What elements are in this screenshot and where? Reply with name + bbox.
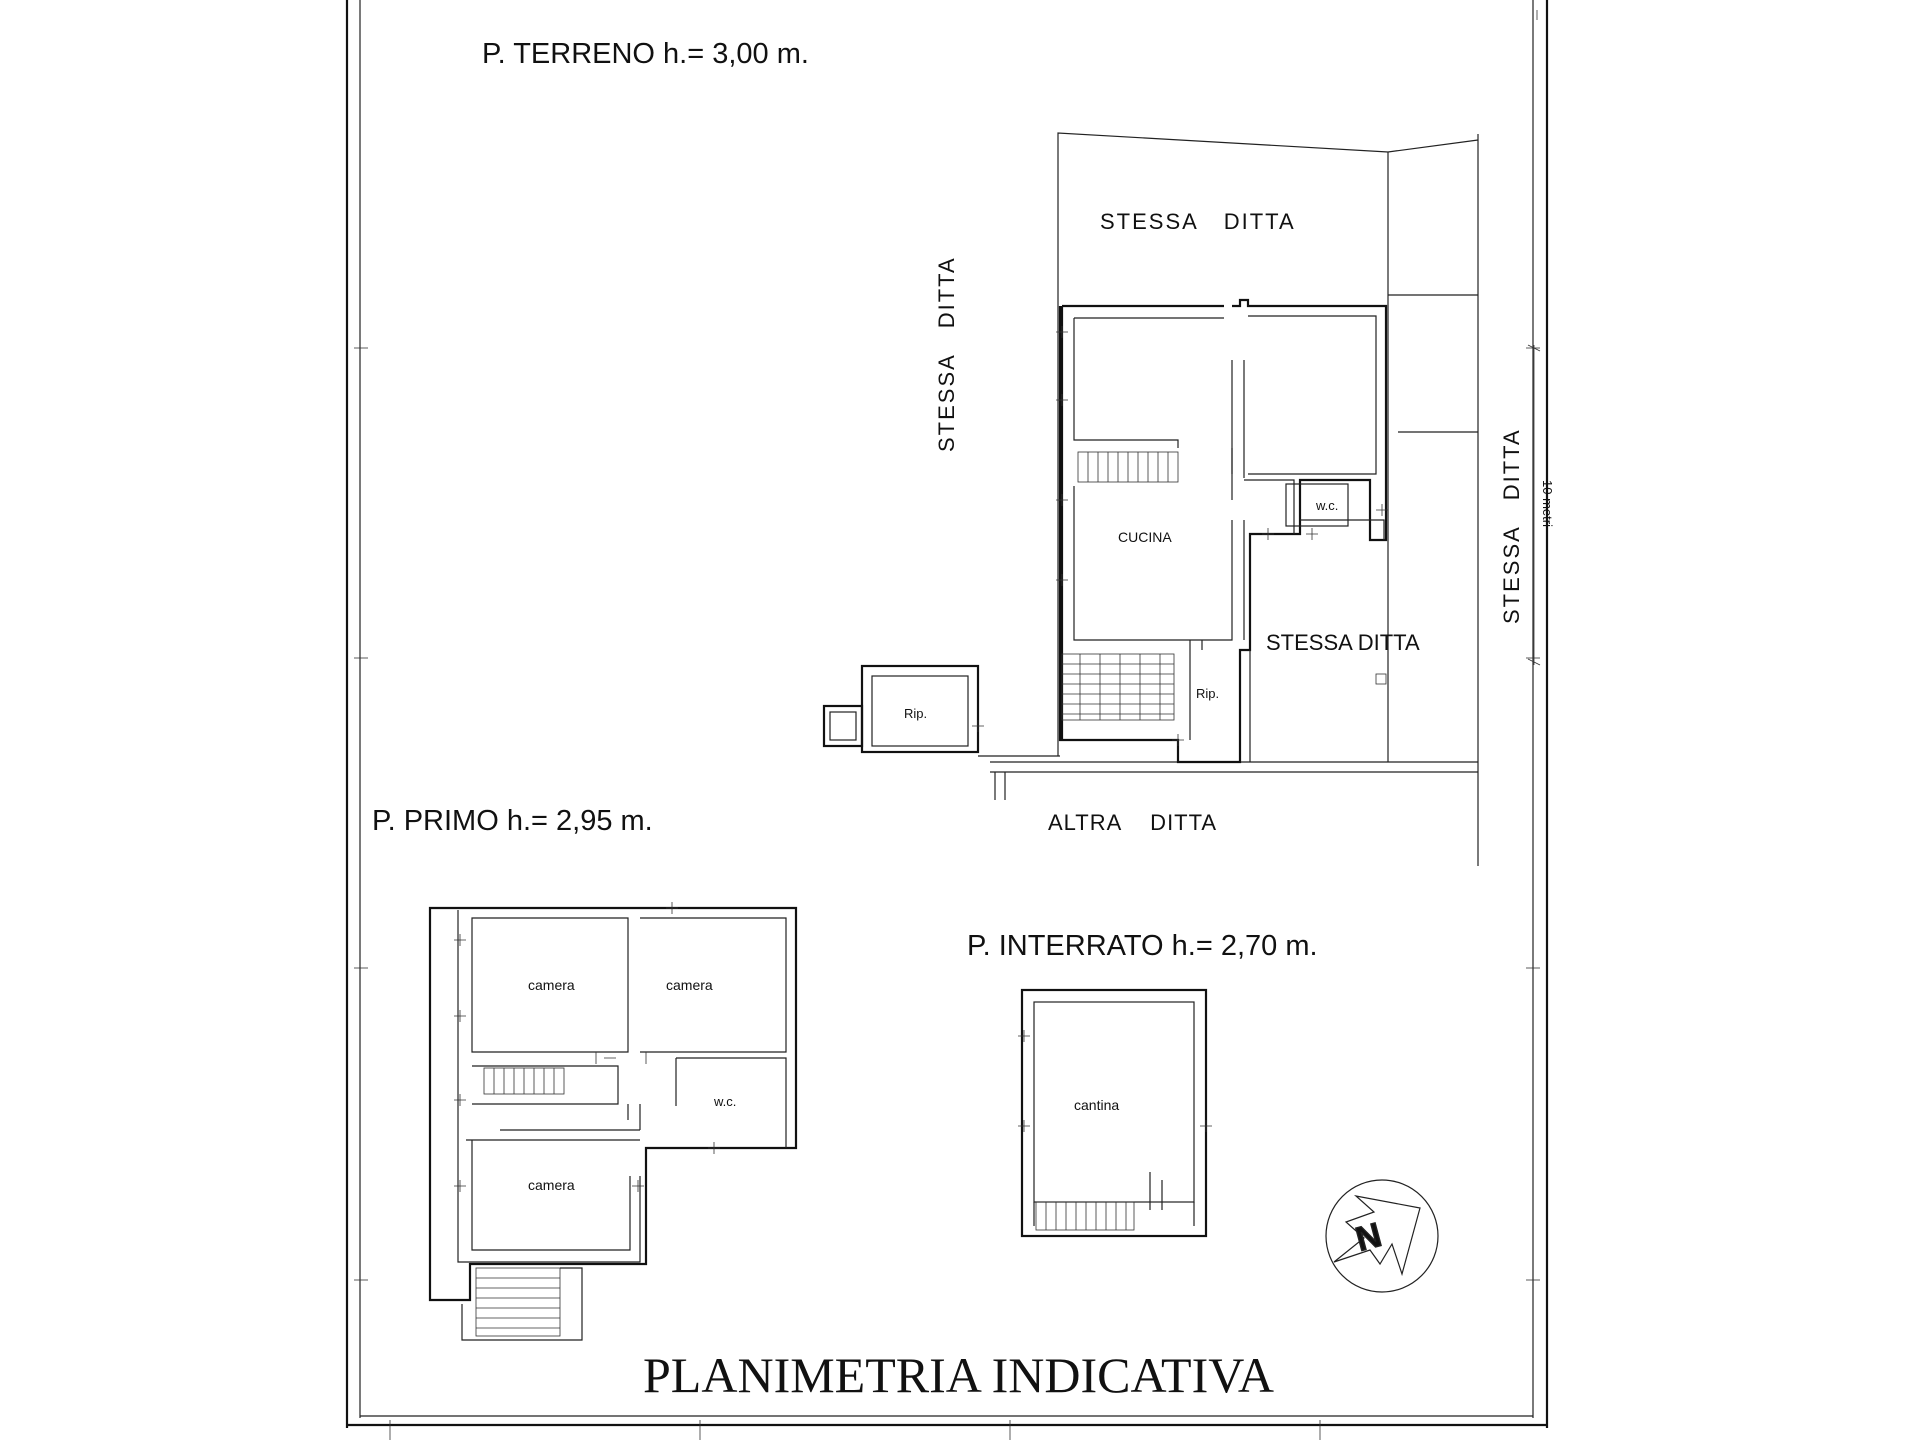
room-label-cellar: cantina: [1074, 1097, 1119, 1113]
first-floor-plan: camera camera w.c. camera: [428, 902, 798, 1341]
stair-external: [461, 1267, 583, 1341]
stair-basement: [1035, 1201, 1135, 1231]
scale-bar: 10 metri: [1527, 344, 1555, 666]
room-label-kitchen: CUCINA: [1118, 529, 1172, 545]
room-label-camera-1: camera: [528, 977, 575, 993]
stair-first-floor: [483, 1067, 565, 1095]
neighbor-label-left: STESSA DITTA: [934, 256, 959, 452]
neighbor-label-bottom: ALTRA DITTA: [1048, 810, 1217, 835]
north-arrow-icon: N: [1325, 1179, 1439, 1293]
north-letter: N: [1352, 1216, 1386, 1259]
neighbor-label-right-inner: STESSA DITTA: [1266, 630, 1420, 655]
storage-annex: [822, 664, 1184, 757]
room-label-wc-ground: w.c.: [1315, 498, 1338, 513]
room-label-storage-right: Rip.: [1196, 686, 1219, 701]
sheet-frame: [345, 0, 1549, 1440]
neighbor-label-top: STESSA DITTA: [1100, 209, 1296, 234]
ground-floor-heading: P. TERRENO h.= 3,00 m.: [482, 38, 809, 70]
room-label-camera-2: camera: [666, 977, 713, 993]
room-label-storage-left: Rip.: [904, 706, 927, 721]
basement-heading: P. INTERRATO h.= 2,70 m.: [967, 930, 1318, 962]
plan-title: PLANIMETRIA INDICATIVA: [643, 1347, 1274, 1403]
room-label-wc-first: w.c.: [713, 1094, 736, 1109]
stair-ground-upper: [1077, 451, 1179, 483]
ground-floor-plan: STESSA DITTA STESSA DITTA STESSA DITTA S…: [822, 132, 1524, 866]
basement-plan: cantina: [1018, 988, 1212, 1238]
first-floor-heading: P. PRIMO h.= 2,95 m.: [372, 805, 653, 837]
stair-ground-lower: [1061, 653, 1175, 721]
scale-note: 10 metri: [1540, 480, 1555, 527]
room-label-camera-3: camera: [528, 1177, 575, 1193]
neighbor-label-right: STESSA DITTA: [1499, 428, 1524, 624]
